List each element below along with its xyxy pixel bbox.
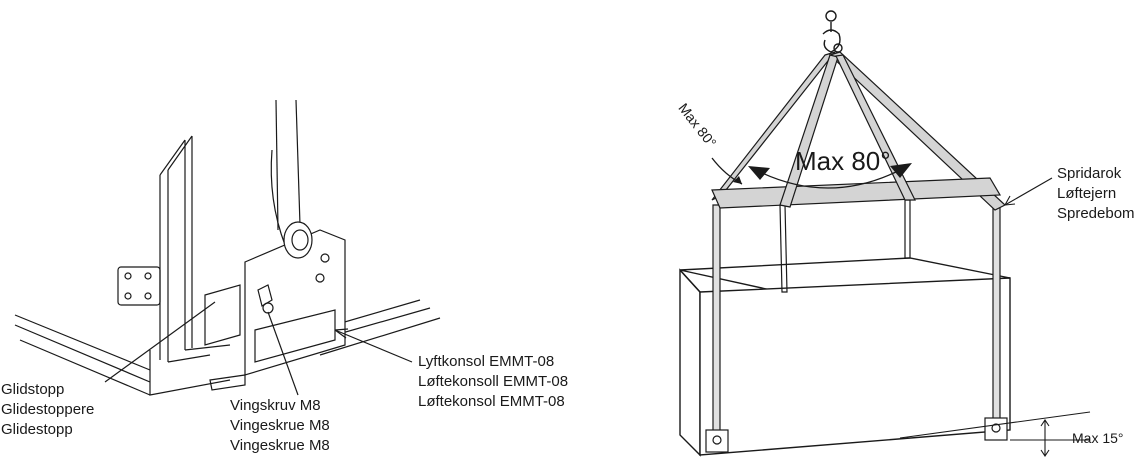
lift-bracket-callout (334, 329, 413, 363)
wing-screw-labels: Vingskruv M8 Vingeskrue M8 Vingeskrue M8 (230, 396, 330, 456)
spreader-callout (1004, 177, 1053, 206)
spreader-label-da: Spredebom (1057, 205, 1135, 222)
box-front (699, 277, 1011, 456)
wing-screw-callout (267, 311, 299, 396)
glide-stop-labels: Glidstopp Glidestoppere Glidestopp (1, 380, 94, 440)
right-illustration (679, 10, 1091, 457)
hinge (117, 266, 161, 306)
spreader-label-no: Løftejern (1057, 185, 1117, 202)
wing-screw-label-da: Vingeskrue M8 (230, 437, 330, 454)
left-illustration (14, 99, 441, 396)
top-angle-arc (759, 169, 901, 189)
glide-stop-block (204, 284, 241, 346)
glide-stop-callout (104, 301, 216, 383)
glide-stop-label-da: Glidestopp (1, 421, 73, 438)
glide-stop-label-no: Glidestoppere (1, 401, 95, 418)
spreader-crossbar (711, 177, 1002, 209)
top-angle-label: Max 80° (795, 146, 891, 176)
wing-screw-label-no: Vingeskrue M8 (230, 417, 330, 434)
lift-hook (822, 10, 843, 53)
spreader-labels: Spridarok Løftejern Spredebom (1057, 164, 1135, 224)
lift-bracket-label-no: Løftekonsoll EMMT-08 (418, 373, 569, 390)
tilt-label: Max 15° (1072, 430, 1124, 446)
glide-stop-label-sv: Glidstopp (1, 381, 65, 398)
wing-screw-label-sv: Vingskruv M8 (230, 397, 321, 414)
lift-bracket-label-sv: Lyftkonsol EMMT-08 (418, 353, 555, 370)
lift-bracket-labels: Lyftkonsol EMMT-08 Løftekonsoll EMMT-08 … (418, 352, 568, 412)
lift-bracket-label-da: Løftekonsol EMMT-08 (418, 393, 565, 410)
tilt-indicator (899, 411, 1091, 457)
spreader-label-sv: Spridarok (1057, 165, 1122, 182)
